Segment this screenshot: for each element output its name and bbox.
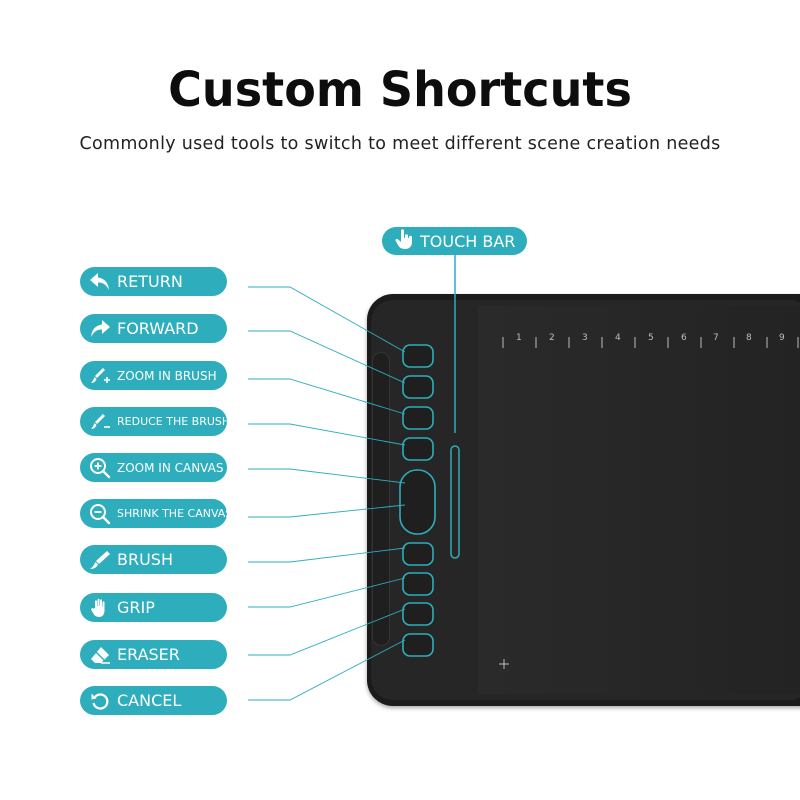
page-subtitle: Commonly used tools to switch to meet di…: [79, 134, 721, 154]
express-key-8: [402, 633, 434, 657]
brush-minus-icon: [89, 411, 111, 433]
shortcut-zoom-in-canvas: ZOOM IN CANVAS: [80, 453, 227, 482]
zoom-in-icon: [89, 457, 111, 479]
connector-lines: [248, 286, 406, 701]
crosshair-mark: [499, 659, 509, 669]
touch-bar-strip: [450, 445, 460, 559]
shortcut-return: RETURN: [80, 267, 227, 296]
ruler-number: 9: [779, 333, 785, 343]
touch-bar-label: TOUCH BAR: [382, 227, 527, 255]
hand-pointer-icon: [394, 228, 414, 254]
ruler-number: 3: [582, 333, 588, 343]
ruler-number: 2: [549, 333, 555, 343]
shortcut-cancel: CANCEL: [80, 686, 227, 715]
shortcut-brush: BRUSH: [80, 545, 227, 574]
zoom-out-icon: [89, 503, 111, 525]
express-key-5: [402, 542, 434, 566]
touch-bar-text: TOUCH BAR: [420, 231, 516, 251]
ruler-number: 7: [713, 333, 719, 343]
ruler-number: 1: [516, 333, 522, 343]
express-key-4: [402, 437, 434, 461]
side-groove: [372, 352, 390, 646]
ruler-number: 5: [648, 333, 654, 343]
express-key-3: [402, 406, 434, 430]
express-rocker-key: [399, 469, 436, 535]
active-drawing-area: [478, 306, 800, 694]
brush-icon: [89, 549, 111, 571]
express-key-6: [402, 572, 434, 596]
shortcut-eraser: ERASER: [80, 640, 227, 669]
ruler-number: 8: [746, 333, 752, 343]
brush-plus-icon: [89, 365, 111, 387]
ruler-number: 6: [681, 333, 687, 343]
return-arrow-icon: [89, 271, 111, 293]
shortcut-shrink-canvas: SHRINK THE CANVAS: [80, 499, 232, 528]
express-key-2: [402, 375, 434, 399]
forward-arrow-icon: [89, 318, 111, 340]
express-key-7: [402, 602, 434, 626]
eraser-icon: [89, 644, 111, 666]
shortcut-grip: GRIP: [80, 593, 227, 622]
shortcut-zoom-in-brush: ZOOM IN BRUSH: [80, 361, 227, 390]
hand-grip-icon: [89, 597, 111, 619]
ruler-number: 4: [615, 333, 621, 343]
express-key-1: [402, 344, 434, 368]
undo-icon: [89, 690, 111, 712]
shortcut-forward: FORWARD: [80, 314, 227, 343]
shortcut-reduce-brush: REDUCE THE BRUSH: [80, 407, 230, 436]
page-title: Custom Shortcuts: [168, 62, 632, 118]
ruler-ticks: [502, 337, 799, 348]
